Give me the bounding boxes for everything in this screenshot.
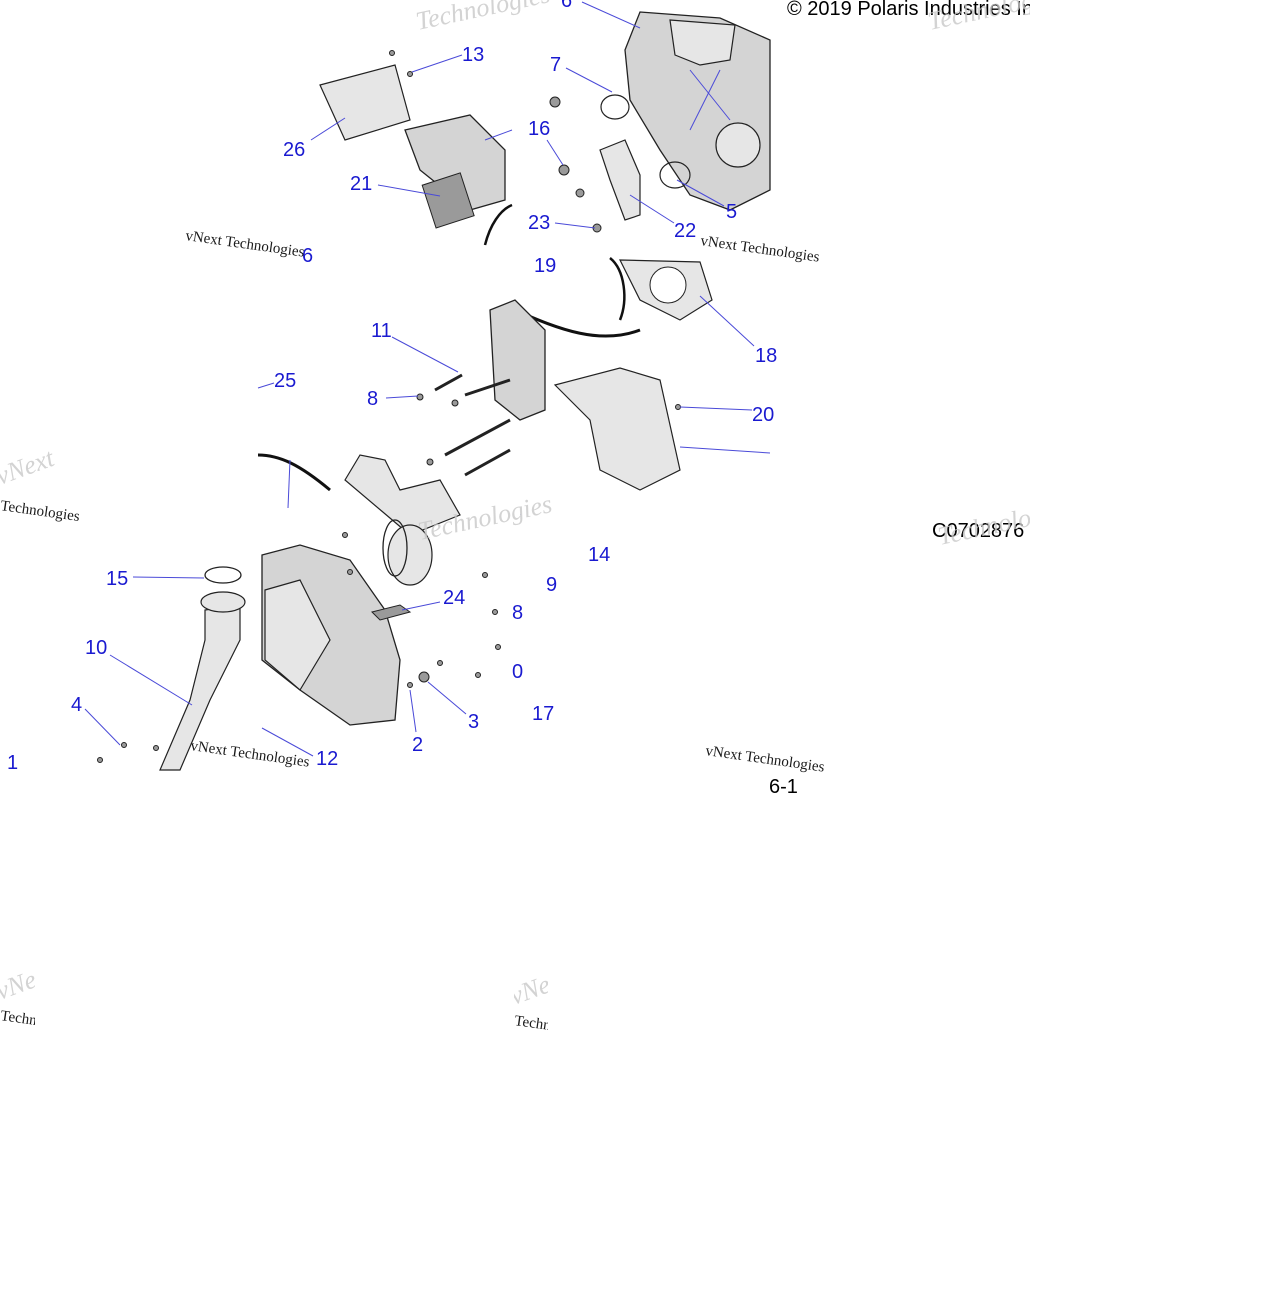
copyright-notice: © 2019 Polaris Industries Inc.: [787, 0, 1049, 20]
callout-3: 3: [468, 711, 479, 733]
part-gasket-24: [371, 604, 412, 621]
callout-0-partial: 0: [512, 661, 523, 683]
callout-labels: 6 13 7 26 16 21 5 23 22 6 19 11 18 25 8 …: [7, 0, 777, 774]
callout-9: 9: [546, 574, 557, 596]
callout-13: 13: [462, 44, 484, 66]
callout-16: 16: [528, 118, 550, 140]
callout-7: 7: [550, 54, 561, 76]
callout-19: 19: [534, 255, 556, 277]
part-intake-duct: [159, 566, 246, 771]
part-bolts: [97, 50, 681, 763]
callout-2: 2: [412, 734, 423, 756]
part-outer-cover-right: [553, 259, 713, 491]
watermark-tech-left: Technologies: [0, 498, 81, 525]
callout-10: 10: [85, 637, 107, 659]
callout-8-partial: 8: [512, 602, 523, 624]
callout-12: 12: [316, 748, 338, 770]
callout-8: 8: [367, 388, 378, 410]
watermark-brand-3: vNext Technologies: [189, 738, 310, 771]
watermark-short-1: vNext: [0, 443, 58, 491]
callout-17: 17: [532, 703, 554, 725]
callout-5: 5: [726, 201, 737, 223]
callout-21: 21: [350, 173, 372, 195]
part-drive-belt: [257, 203, 641, 492]
callout-15: 15: [106, 568, 128, 590]
part-air-duct-upper: [319, 64, 506, 229]
drawing-code: C0702876: [932, 520, 1024, 542]
callout-11: 11: [371, 320, 392, 342]
watermark-tech-top: Technologies: [413, 0, 552, 36]
part-seal-rings: [600, 94, 691, 189]
callout-23: 23: [528, 212, 550, 234]
tile-masks: [0, 0, 1285, 770]
part-back-plate: [489, 299, 546, 421]
part-main-clutch-cover: [261, 544, 401, 726]
callout-6-left: 6: [302, 245, 313, 267]
part-mount-bracket: [599, 139, 641, 221]
part-outlet-duct: [344, 454, 461, 586]
callout-1: 1: [7, 752, 18, 774]
callout-20: 20: [752, 404, 774, 426]
page-id: 6-1: [769, 776, 798, 798]
callout-25: 25: [274, 370, 296, 392]
callout-24: 24: [443, 587, 465, 609]
callout-18: 18: [755, 345, 777, 367]
drawing-meta: © 2019 Polaris Industries Inc. C0702876 …: [769, 0, 1049, 798]
part-inner-clutch-cover: [624, 11, 771, 211]
callout-22: 22: [674, 220, 696, 242]
callout-6-top: 6: [561, 0, 572, 12]
watermark-brand-2: vNext Technologies: [699, 233, 820, 266]
callout-26: 26: [283, 139, 305, 161]
callout-14: 14: [588, 544, 610, 566]
callout-4: 4: [71, 694, 82, 716]
